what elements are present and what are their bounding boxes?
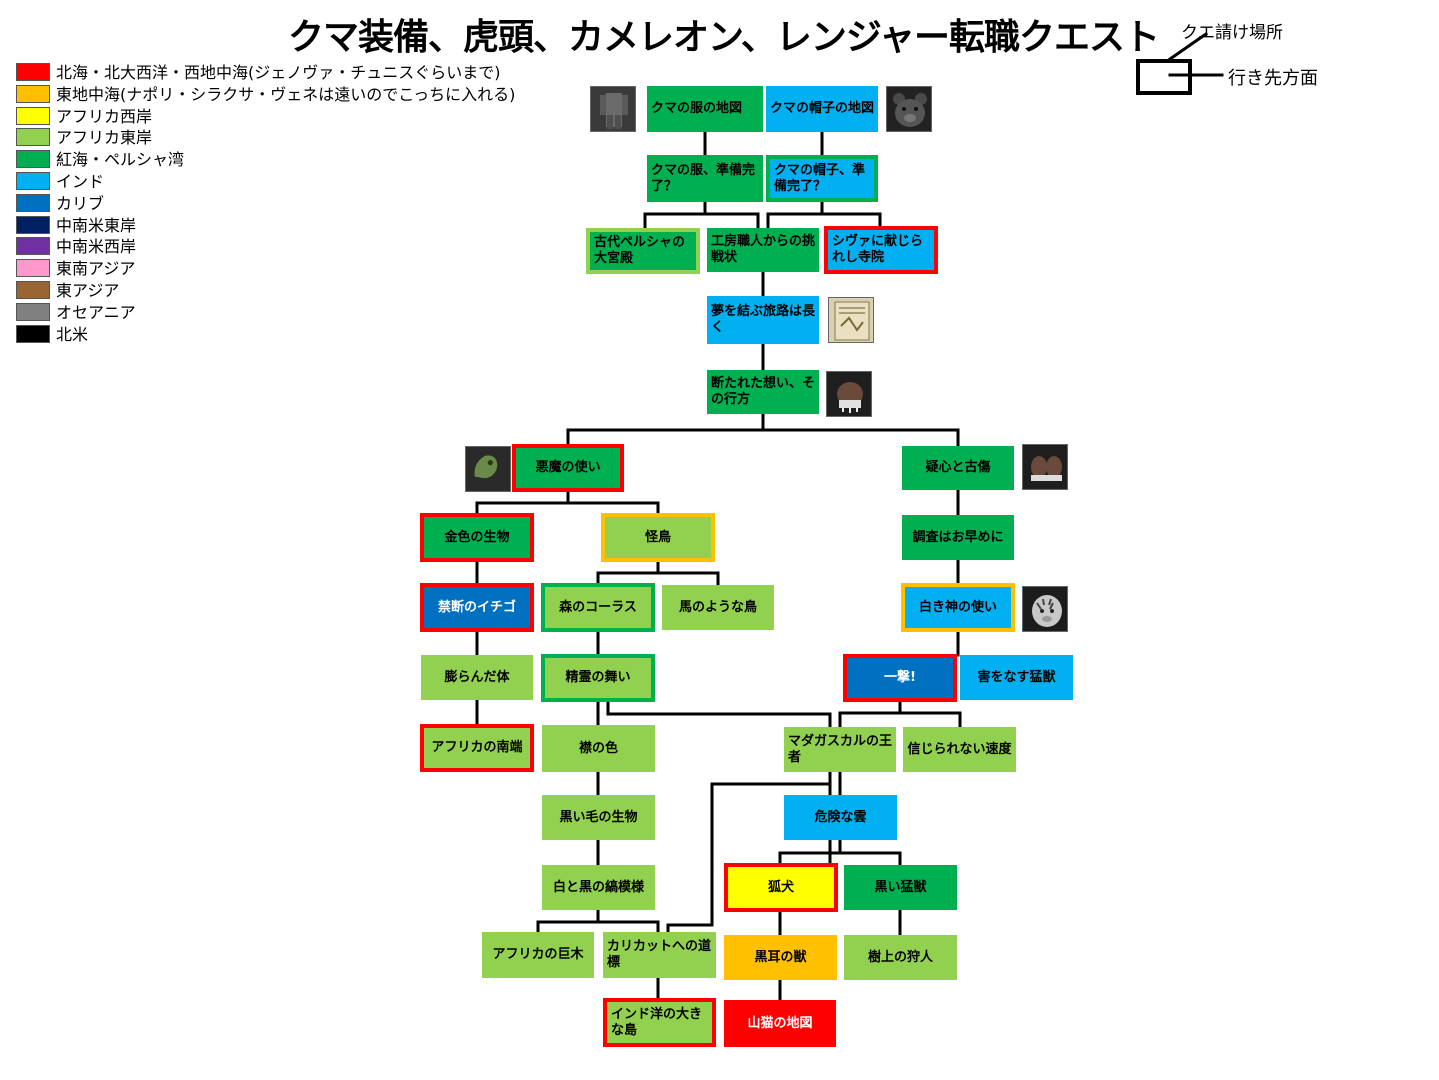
quest-black-furred: 黒い毛の生物 xyxy=(542,795,655,840)
legend-swatch xyxy=(16,84,50,103)
legend-label: オセアニア xyxy=(56,302,136,322)
bear-clothes-icon xyxy=(590,86,636,132)
bear-hat-icon xyxy=(886,86,932,132)
legend-swatch xyxy=(16,215,50,234)
quest-shiva-temple: シヴァに献じられし寺院 xyxy=(824,226,938,274)
quest-horse-like-bird: 馬のような鳥 xyxy=(662,585,774,630)
quest-africa-giant-tree: アフリカの巨木 xyxy=(482,932,594,978)
legend-label: 東アジア xyxy=(56,280,120,300)
quest-bear-hat-ready: クマの帽子、準備完了？ xyxy=(766,155,878,202)
quest-persian-palace: 古代ペルシャの大宮殿 xyxy=(586,228,700,274)
quest-suspicion-scar: 疑心と古傷 xyxy=(902,446,1014,490)
quest-dream-journey: 夢を結ぶ旅路は長く xyxy=(707,296,819,344)
quest-golden-creature: 金色の生物 xyxy=(420,513,534,562)
quest-forest-chorus: 森のコーラス xyxy=(541,583,655,632)
legend-label: 中南米東岸 xyxy=(56,215,137,235)
quest-harmful-beast: 害をなす猛獣 xyxy=(960,655,1073,700)
legend-label: アフリカ西岸 xyxy=(56,106,153,126)
legend-label: 東地中海(ナポリ・シラクサ・ヴェネは遠いのでこっちに入れる) xyxy=(56,84,516,104)
legend-label: カリブ xyxy=(56,193,105,213)
quest-black-beast: 黒い猛獣 xyxy=(844,865,957,910)
legend-label: インド xyxy=(56,171,105,191)
legend-label: 紅海・ペルシャ湾 xyxy=(56,150,185,170)
quest-tree-hunter: 樹上の狩人 xyxy=(844,935,957,980)
quest-devil-messenger: 悪魔の使い xyxy=(512,444,624,492)
legend-swatch xyxy=(16,324,50,343)
key-box-icon xyxy=(1136,59,1192,95)
legend-label: 中南米西岸 xyxy=(56,237,137,257)
quest-one-strike: 一撃! xyxy=(843,654,957,702)
key-destination-label: 行き先方面 xyxy=(1228,68,1318,89)
quest-bear-hat-map: クマの帽子の地図 xyxy=(766,86,878,132)
paw-boots-icon xyxy=(1022,444,1068,490)
key-request-label: クエ請け場所 xyxy=(1181,23,1283,43)
quest-spirit-dance: 精霊の舞い xyxy=(541,654,655,702)
legend-swatch xyxy=(16,193,50,212)
quest-strange-bird: 怪鳥 xyxy=(601,513,715,562)
quest-wildcat-map: 山猫の地図 xyxy=(724,1000,836,1047)
legend-swatch xyxy=(16,280,50,299)
legend-swatch xyxy=(16,237,50,256)
quest-severed-thoughts: 断たれた想い、その行方 xyxy=(707,370,819,414)
quest-bear-clothes-ready: クマの服、準備完了？ xyxy=(647,155,763,202)
legend-swatch xyxy=(16,150,50,169)
quest-swollen-body: 膨らんだ体 xyxy=(421,655,533,700)
quest-black-eared-beast: 黒耳の獣 xyxy=(724,935,837,980)
legend-swatch xyxy=(16,259,50,278)
chameleon-icon xyxy=(465,446,511,492)
legend-swatch xyxy=(16,63,50,81)
legend-label: 北海・北大西洋・西地中海(ジェノヴァ・チュニスぐらいまで) xyxy=(56,63,501,82)
quest-bear-clothes-map: クマの服の地図 xyxy=(647,86,763,132)
quest-raccoon-dog: 狐犬 xyxy=(724,863,838,912)
quest-collar-color: 襟の色 xyxy=(542,725,655,772)
legend-label: 東南アジア xyxy=(56,259,136,279)
quest-unbelievable-speed: 信じられない速度 xyxy=(903,727,1016,772)
tiger-head-icon xyxy=(1022,586,1068,632)
legend-swatch xyxy=(16,302,50,321)
quest-indian-ocean-island: インド洋の大きな島 xyxy=(603,998,716,1047)
legend-swatch xyxy=(16,171,50,190)
quest-black-white-stripes: 白と黒の縞模様 xyxy=(542,865,655,910)
scroll-icon xyxy=(828,297,874,343)
quest-africa-south: アフリカの南端 xyxy=(420,724,534,772)
paw-glove-icon xyxy=(826,371,872,417)
quest-craftsman-challenge: 工房職人からの挑戦状 xyxy=(707,228,819,272)
quest-investigate-early: 調査はお早めに xyxy=(902,515,1014,560)
legend-swatch xyxy=(16,128,50,147)
quest-madagascar-king: マダガスカルの王者 xyxy=(784,727,896,772)
page-title: クマ装備、虎頭、カメレオン、レンジャー転職クエスト xyxy=(288,17,1160,58)
quest-calicut-road: カリカットへの道標 xyxy=(603,932,716,978)
legend-label: 北米 xyxy=(56,324,89,344)
quest-dangerous-cloud: 危険な雲 xyxy=(784,795,897,840)
quest-forbidden-strawberry: 禁断のイチゴ xyxy=(420,583,534,632)
legend-label: アフリカ東岸 xyxy=(56,128,153,148)
quest-white-god-messenger: 白き神の使い xyxy=(901,583,1015,632)
legend-swatch xyxy=(16,106,50,125)
